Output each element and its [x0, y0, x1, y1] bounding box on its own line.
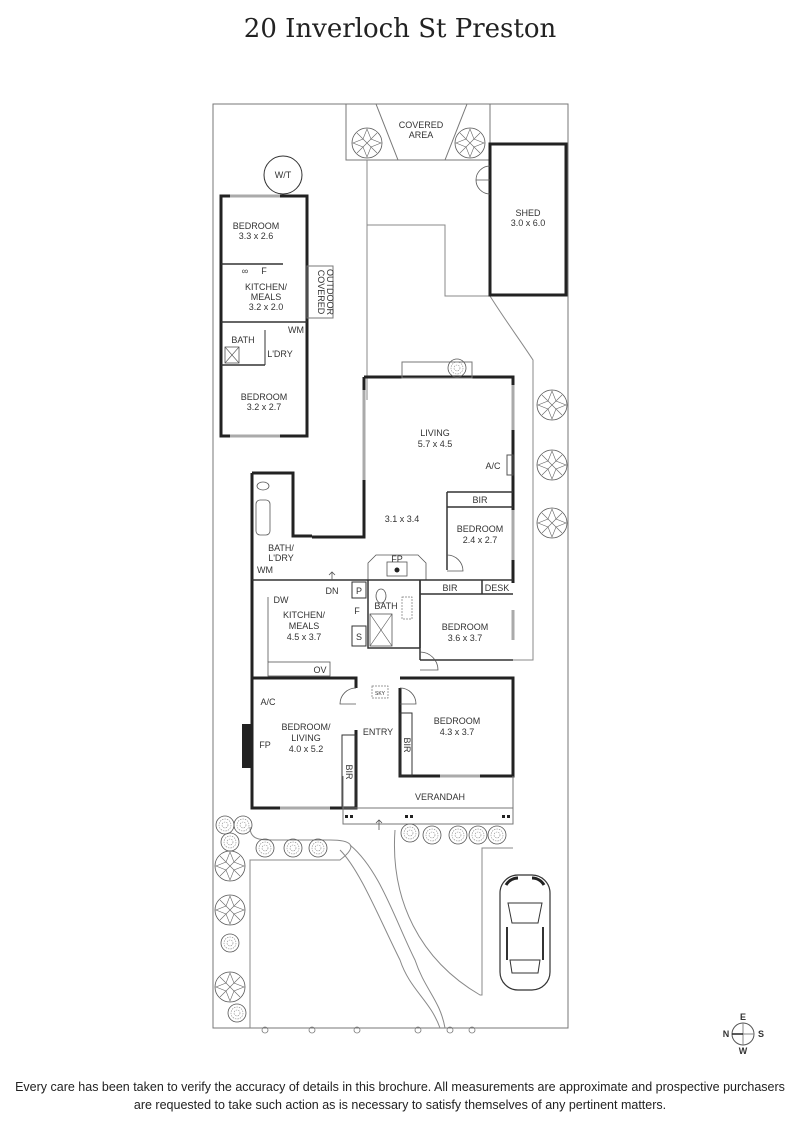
svg-text:BIR: BIR [344, 764, 354, 780]
svg-text:WM: WM [257, 565, 273, 575]
svg-text:3.2 x 2.0: 3.2 x 2.0 [249, 302, 284, 312]
svg-text:DN: DN [326, 586, 339, 596]
water-tank: W/T [263, 155, 303, 195]
svg-text:4.3 x 3.7: 4.3 x 3.7 [440, 727, 475, 737]
svg-text:MEALS: MEALS [251, 292, 282, 302]
svg-text:3.2 x 2.7: 3.2 x 2.7 [247, 402, 282, 412]
disclaimer: Every care has been taken to verify the … [0, 1078, 800, 1114]
svg-text:DW: DW [274, 595, 289, 605]
page-title: 20 Inverloch St Preston [243, 14, 557, 44]
front-garden [214, 815, 513, 1034]
svg-text:DESK: DESK [485, 583, 510, 593]
svg-text:KITCHEN/: KITCHEN/ [283, 610, 326, 620]
svg-text:COVERED: COVERED [399, 120, 444, 130]
svg-text:A/C: A/C [485, 461, 501, 471]
svg-text:S: S [758, 1029, 764, 1039]
svg-text:BATH: BATH [231, 335, 254, 345]
svg-text:BIR: BIR [442, 583, 458, 593]
covered-area: COVERED AREA [345, 103, 491, 161]
svg-text:E: E [740, 1012, 746, 1022]
svg-text:BEDROOM: BEDROOM [434, 716, 481, 726]
svg-text:2.4 x 2.7: 2.4 x 2.7 [463, 535, 498, 545]
svg-text:FP: FP [259, 740, 271, 750]
svg-text:ENTRY: ENTRY [363, 727, 393, 737]
svg-text:OV: OV [313, 665, 326, 675]
svg-text:N: N [723, 1029, 730, 1039]
svg-text:BIR: BIR [402, 737, 412, 753]
svg-text:S: S [356, 632, 362, 642]
svg-text:AREA: AREA [409, 130, 434, 140]
svg-text:3.3 x 2.6: 3.3 x 2.6 [239, 231, 274, 241]
svg-text:F: F [354, 606, 360, 616]
svg-text:BATH/: BATH/ [268, 543, 294, 553]
disclaimer-line-2: are requested to take such action as is … [133, 1098, 667, 1112]
svg-text:VERANDAH: VERANDAH [415, 792, 465, 802]
svg-text:∞: ∞ [242, 266, 248, 276]
svg-text:L'DRY: L'DRY [268, 553, 294, 563]
main-house: LIVING 5.7 x 4.5 A/C 3.1 x 3.4 BIR BEDRO… [242, 358, 515, 830]
bungalow: BEDROOM 3.3 x 2.6 ∞ F KITCHEN/ MEALS 3.2… [219, 194, 335, 438]
svg-text:BEDROOM: BEDROOM [457, 524, 504, 534]
disclaimer-line-1: Every care has been taken to verify the … [15, 1080, 785, 1094]
compass-icon: E N S W [723, 1012, 764, 1056]
svg-text:OUTDOOR: OUTDOOR [325, 269, 335, 315]
svg-text:BATH: BATH [374, 601, 397, 611]
svg-text:BEDROOM: BEDROOM [233, 221, 280, 231]
svg-text:COVERED: COVERED [316, 270, 326, 315]
svg-text:P: P [356, 586, 362, 596]
svg-text:WM: WM [288, 325, 304, 335]
svg-text:4.5 x 3.7: 4.5 x 3.7 [287, 632, 322, 642]
svg-text:SKY: SKY [375, 691, 386, 697]
svg-text:BEDROOM: BEDROOM [241, 392, 288, 402]
svg-text:LIVING: LIVING [291, 733, 321, 743]
svg-text:KITCHEN/: KITCHEN/ [245, 282, 288, 292]
svg-text:BIR: BIR [472, 495, 488, 505]
svg-text:SHED: SHED [515, 208, 541, 218]
svg-text:LIVING: LIVING [420, 428, 450, 438]
svg-text:MEALS: MEALS [289, 621, 320, 631]
svg-text:W/T: W/T [275, 170, 292, 180]
svg-text:3.6 x 3.7: 3.6 x 3.7 [448, 633, 483, 643]
svg-text:3.1 x 3.4: 3.1 x 3.4 [385, 514, 420, 524]
svg-text:BEDROOM/: BEDROOM/ [281, 722, 331, 732]
svg-text:BEDROOM: BEDROOM [442, 622, 489, 632]
svg-text:A/C: A/C [260, 697, 276, 707]
car-icon [499, 874, 551, 991]
svg-text:F: F [261, 266, 267, 276]
svg-text:5.7 x 4.5: 5.7 x 4.5 [418, 439, 453, 449]
svg-text:L'DRY: L'DRY [267, 349, 293, 359]
svg-text:W: W [739, 1046, 748, 1056]
shed: SHED 3.0 x 6.0 [475, 142, 568, 297]
svg-text:4.0 x 5.2: 4.0 x 5.2 [289, 744, 324, 754]
svg-text:FP: FP [391, 554, 403, 564]
svg-text:3.0 x 6.0: 3.0 x 6.0 [511, 218, 546, 228]
